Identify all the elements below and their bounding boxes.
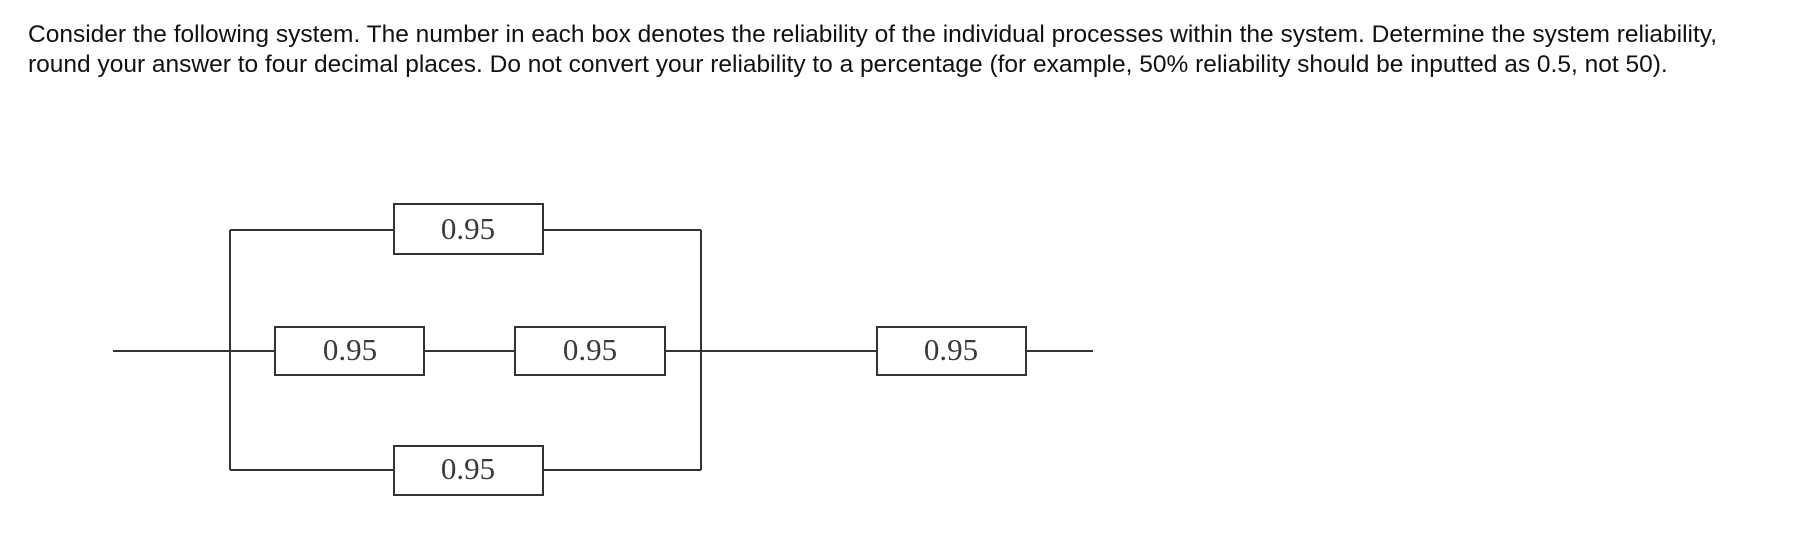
bottom-parallel-label: 0.95 bbox=[441, 451, 495, 486]
series-output-label: 0.95 bbox=[924, 332, 978, 367]
question-text: Consider the following system. The numbe… bbox=[28, 21, 1718, 78]
middle-left-label: 0.95 bbox=[323, 332, 377, 367]
middle-left-box bbox=[274, 326, 425, 376]
series-output-box bbox=[876, 326, 1027, 376]
middle-right-box bbox=[514, 326, 666, 376]
top-parallel-label: 0.95 bbox=[441, 211, 495, 246]
connector-lines bbox=[113, 229, 1093, 471]
bottom-parallel-box bbox=[393, 445, 544, 496]
top-parallel-box bbox=[393, 203, 544, 255]
middle-right-label: 0.95 bbox=[563, 332, 617, 367]
